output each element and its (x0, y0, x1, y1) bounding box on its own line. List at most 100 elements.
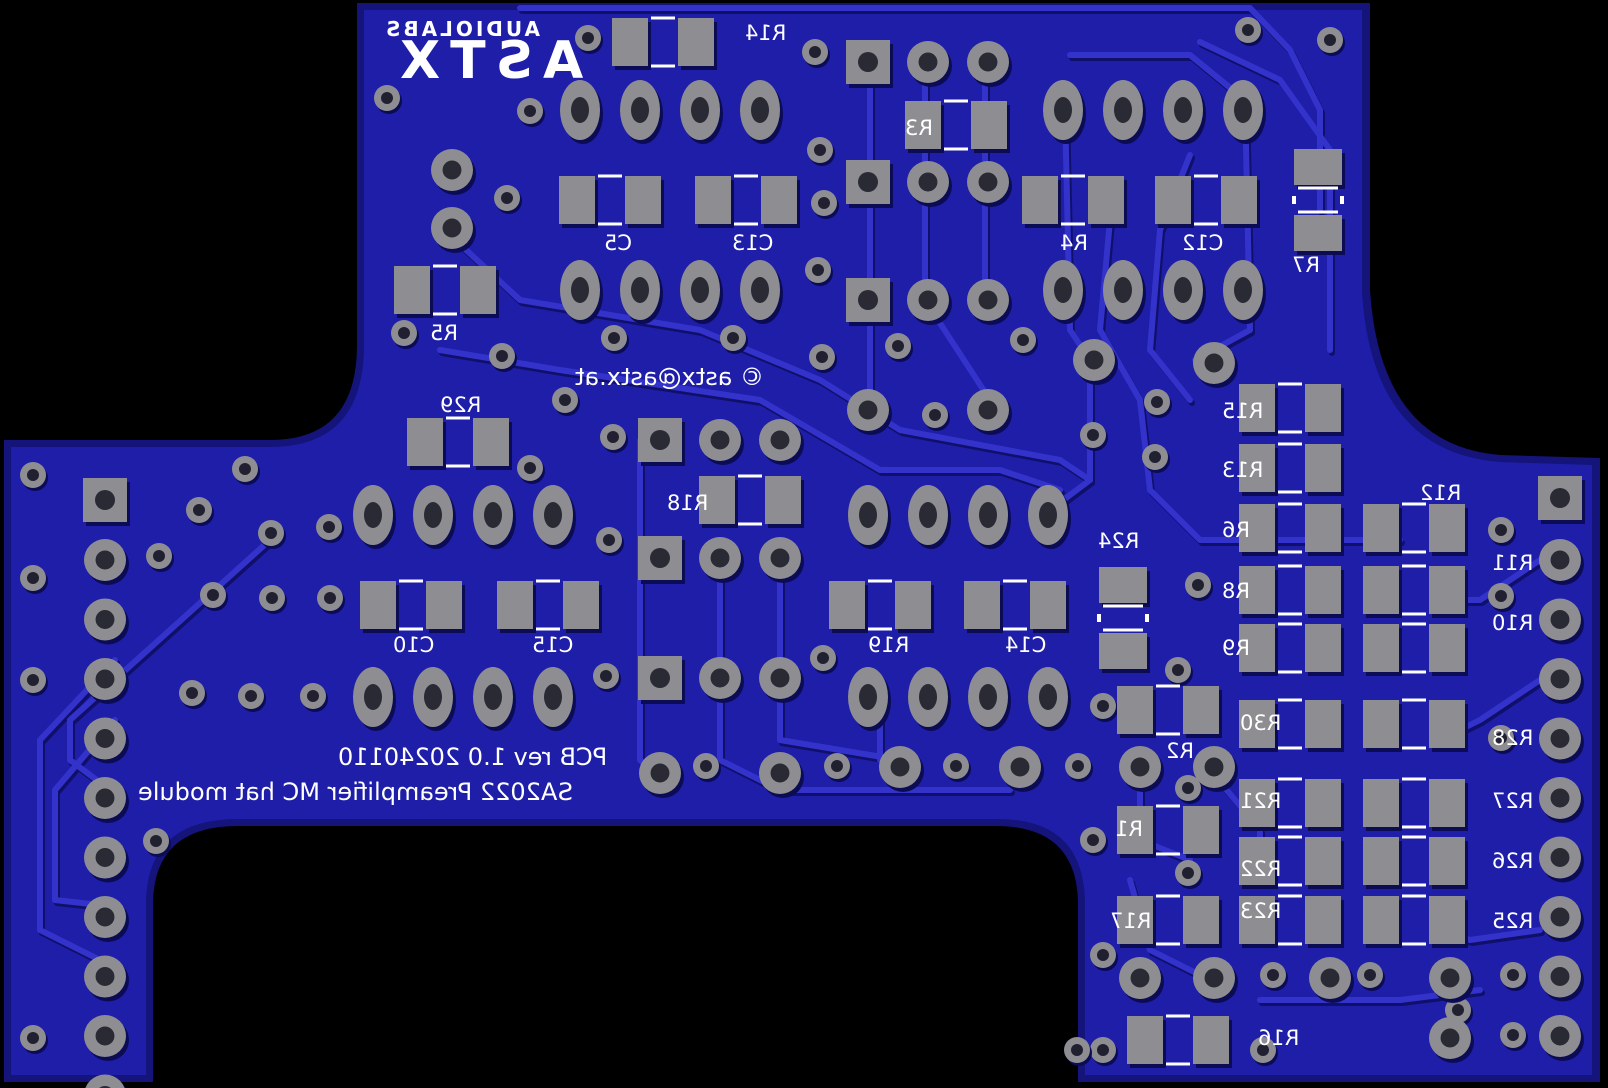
smd-pad (1022, 176, 1058, 224)
label-r6: R6 (1222, 518, 1250, 542)
via-hole (1097, 1044, 1109, 1056)
pad-hole (1039, 502, 1057, 528)
smd-pad (1099, 567, 1147, 603)
pad-hole (1010, 757, 1030, 777)
pad-hole (751, 277, 769, 303)
via-hole (1452, 1004, 1464, 1016)
smd-pad (559, 176, 595, 224)
logo-astx: ASTX (390, 31, 583, 91)
label-r21: R21 (1240, 789, 1281, 813)
pad-hole (979, 684, 997, 710)
smd-pad (1239, 837, 1275, 885)
pad-hole (1174, 97, 1192, 123)
pads-layer (20, 17, 1585, 1088)
logo-group: ASTX AUDIOLABS (383, 17, 583, 91)
pad-hole (858, 52, 878, 72)
pad-hole (858, 400, 878, 420)
via-hole (603, 534, 615, 546)
via-hole (1182, 782, 1194, 794)
smd-pad (1239, 566, 1275, 614)
revision-text: PCB rev 1.0 20240110 (338, 743, 607, 771)
smd-pad (895, 581, 931, 629)
smd-pad (1183, 806, 1219, 854)
label-r1: R1 (1115, 817, 1143, 841)
pad-hole (95, 610, 115, 629)
via-hole (831, 760, 843, 772)
smd-pad (625, 176, 661, 224)
via-hole (266, 592, 278, 604)
smd-pad (1429, 700, 1465, 748)
via-hole (239, 463, 251, 475)
label-r29: R29 (440, 393, 481, 417)
label-c14: C14 (1005, 633, 1046, 657)
pad-hole (1114, 277, 1132, 303)
pad-hole (1440, 968, 1460, 988)
pad-hole (364, 684, 382, 710)
smd-pad (1239, 504, 1275, 552)
smd-pad (612, 18, 648, 66)
contact-text: © astx@astx.at (575, 363, 764, 391)
pad-hole (918, 290, 938, 310)
label-r25: R25 (1492, 909, 1533, 933)
label-c13: C13 (732, 231, 773, 255)
smd-pad (1363, 504, 1399, 552)
smd-pad (1363, 779, 1399, 827)
via-hole (27, 469, 39, 481)
pad-hole (424, 502, 442, 528)
pad-hole (95, 1026, 115, 1046)
smd-pad (360, 581, 396, 629)
smd-pad (1117, 806, 1153, 854)
via-hole (27, 1032, 39, 1044)
pad-hole (1054, 277, 1072, 303)
pad-hole (95, 490, 115, 510)
smd-pad (1239, 700, 1275, 748)
via-hole (496, 350, 508, 362)
via-hole (1097, 949, 1109, 961)
smd-pad (1305, 566, 1341, 614)
pad-hole (978, 172, 998, 192)
pad-hole (631, 97, 649, 123)
via-hole (1097, 700, 1109, 712)
pad-hole (1204, 968, 1224, 988)
via-hole (816, 351, 828, 363)
pad-hole (1084, 350, 1104, 370)
via-hole (607, 431, 619, 443)
silk-mark (1340, 196, 1344, 204)
smd-pad (1221, 176, 1257, 224)
pad-hole (978, 52, 998, 72)
via-hole (809, 46, 821, 58)
via-hole (892, 340, 904, 352)
pad-hole (650, 430, 670, 450)
label-r12: R12 (1420, 481, 1461, 505)
pad-hole (1039, 684, 1057, 710)
label-r13: R13 (1222, 458, 1263, 482)
smd-pad (1305, 779, 1341, 827)
pad-hole (1130, 757, 1150, 777)
label-r27: R27 (1492, 789, 1533, 813)
smd-pad (905, 101, 941, 149)
via-hole (245, 690, 257, 702)
via-hole (265, 527, 277, 539)
pad-hole (691, 277, 709, 303)
smd-pad (1429, 779, 1465, 827)
label-c10: C10 (393, 633, 434, 657)
smd-pad (695, 176, 731, 224)
via-hole (1267, 969, 1279, 981)
pad-hole (710, 430, 730, 450)
smd-pad (765, 476, 801, 524)
label-c15: C15 (532, 633, 573, 657)
pad-hole (691, 97, 709, 123)
smd-pad (1193, 1016, 1229, 1064)
pad-hole (424, 684, 442, 710)
smd-pad (971, 101, 1007, 149)
smd-pad (1239, 896, 1275, 944)
via-hole (1151, 396, 1163, 408)
via-hole (27, 572, 39, 584)
pad-hole (1550, 967, 1570, 986)
via-hole (501, 192, 513, 204)
pad-hole (95, 550, 115, 570)
smd-pad (964, 581, 1000, 629)
pad-hole (95, 967, 115, 986)
logo-audiolabs: AUDIOLABS (383, 17, 540, 41)
